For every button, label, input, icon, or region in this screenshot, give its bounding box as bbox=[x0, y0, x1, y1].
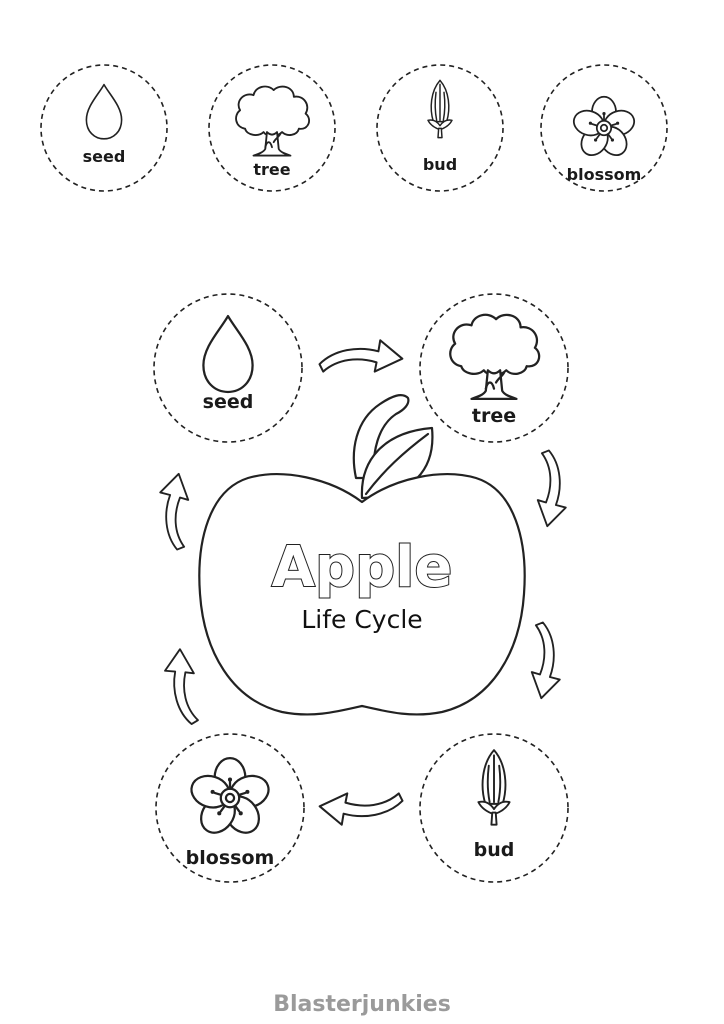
cutout-tree: tree bbox=[208, 64, 336, 192]
cutout-label-blossom: blossom bbox=[567, 165, 642, 184]
apple-stem bbox=[352, 394, 410, 480]
stage-label-seed: seed bbox=[203, 391, 254, 413]
arrow-down-icon bbox=[534, 448, 572, 529]
cutout-label-seed: seed bbox=[83, 147, 126, 166]
stage-blossom: blossom bbox=[155, 733, 305, 883]
page-title: Apple bbox=[272, 535, 453, 600]
cutout-label-tree: tree bbox=[253, 160, 290, 179]
brand-footer: Blasterjunkies bbox=[273, 992, 451, 1017]
stage-tree: tree bbox=[419, 293, 569, 443]
stage-label-bud: bud bbox=[474, 839, 515, 861]
cutout-bud: bud bbox=[376, 64, 504, 192]
page-subtitle: Life Cycle bbox=[301, 605, 422, 634]
cutout-seed: seed bbox=[40, 64, 168, 192]
arrow-up-icon bbox=[154, 471, 192, 552]
stage-label-blossom: blossom bbox=[186, 847, 275, 869]
arrow-right-icon bbox=[318, 339, 404, 373]
apple-shape: Apple Life Cycle bbox=[198, 394, 526, 716]
arrow-left-icon bbox=[318, 792, 404, 826]
apple-body bbox=[198, 473, 526, 716]
arrow-down-icon bbox=[528, 620, 566, 701]
stage-seed: seed bbox=[153, 293, 303, 443]
stage-bud: bud bbox=[419, 733, 569, 883]
cutout-blossom: blossom bbox=[540, 64, 668, 192]
stage-label-tree: tree bbox=[472, 405, 516, 427]
arrow-up-icon bbox=[162, 647, 200, 727]
cutout-label-bud: bud bbox=[423, 155, 457, 174]
